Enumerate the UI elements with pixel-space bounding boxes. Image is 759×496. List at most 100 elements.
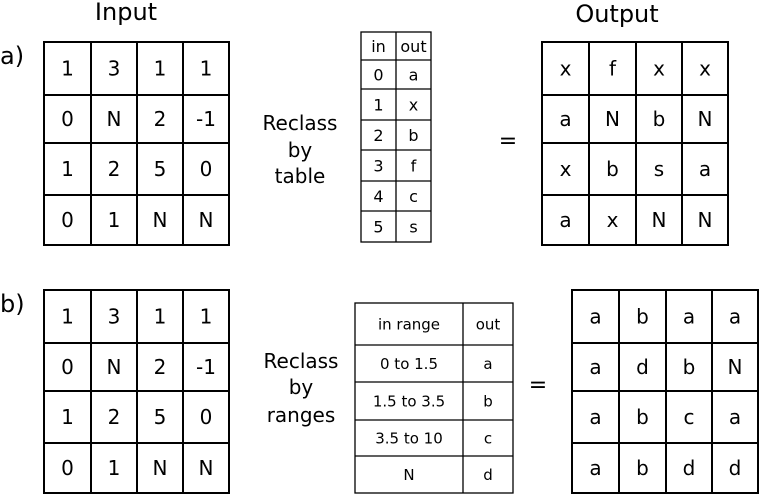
input-heading: Input <box>95 0 157 26</box>
cell-value: 2 <box>373 126 383 145</box>
cell-value: b <box>483 392 493 410</box>
cell-value: 1 <box>108 208 121 232</box>
cell-value: d <box>683 456 696 480</box>
cell-value: 3 <box>373 156 383 175</box>
cell-value: b <box>408 126 418 145</box>
cell-value: 1 <box>61 305 74 329</box>
cell-value: 1 <box>373 95 383 114</box>
cell-value: b <box>636 456 649 480</box>
cell-value: 0 <box>200 157 213 181</box>
cell-value: 1.5 to 3.5 <box>373 392 445 410</box>
cell-value: out <box>400 37 426 56</box>
operation-line: Reclass <box>263 111 338 135</box>
cell-value: 5 <box>154 405 167 429</box>
cell-value: d <box>636 355 649 379</box>
part-a-label: a) <box>0 42 24 70</box>
cell-value: N <box>652 208 667 232</box>
cell-value: x <box>560 57 572 81</box>
cell-value: 4 <box>373 187 383 206</box>
cell-value: 1 <box>154 305 167 329</box>
cell-value: 1 <box>200 305 213 329</box>
cell-value: 1 <box>61 157 74 181</box>
cell-value: d <box>729 456 742 480</box>
cell-value: 0 <box>200 405 213 429</box>
cell-value: N <box>698 208 713 232</box>
part-b-equals: = <box>529 373 547 398</box>
cell-value: -1 <box>196 107 216 131</box>
cell-value: b <box>683 355 696 379</box>
cell-value: 0 <box>61 107 74 131</box>
cell-value: a <box>559 208 571 232</box>
table-border <box>354 302 514 494</box>
cell-value: a <box>559 107 571 131</box>
cell-value: b <box>606 157 619 181</box>
output-heading: Output <box>575 0 658 28</box>
operation-line: ranges <box>267 403 336 427</box>
cell-value: 2 <box>108 405 121 429</box>
cell-value: s <box>654 157 664 181</box>
cell-value: s <box>409 217 417 236</box>
cell-value: 3.5 to 10 <box>375 429 443 447</box>
cell-value: N <box>153 456 168 480</box>
cell-value: 0 <box>373 65 383 84</box>
cell-value: 1 <box>154 57 167 81</box>
cell-value: 0 <box>61 456 74 480</box>
cell-value: 1 <box>108 456 121 480</box>
operation-line: table <box>275 164 326 188</box>
cell-value: d <box>483 466 493 484</box>
cell-value: x <box>560 157 572 181</box>
cell-value: 2 <box>108 157 121 181</box>
part-a-equals: = <box>499 129 517 154</box>
cell-value: 1 <box>61 57 74 81</box>
operation-line: by <box>289 375 314 399</box>
cell-value: a <box>589 405 601 429</box>
part-a-operation-label: Reclass by table <box>263 111 338 188</box>
cell-value: N <box>698 107 713 131</box>
cell-value: a <box>683 305 695 329</box>
cell-value: 3 <box>108 305 121 329</box>
cell-value: N <box>153 208 168 232</box>
cell-value: 2 <box>154 355 167 379</box>
cell-value: f <box>411 156 417 175</box>
cell-value: 5 <box>154 157 167 181</box>
cell-value: 2 <box>154 107 167 131</box>
cell-value: a <box>589 305 601 329</box>
cell-value: in range <box>378 315 440 333</box>
cell-value: N <box>199 208 214 232</box>
cell-value: 0 to 1.5 <box>380 355 438 373</box>
cell-value: N <box>107 107 122 131</box>
cell-value: x <box>409 95 418 114</box>
cell-value: a <box>729 305 741 329</box>
cell-value: N <box>199 456 214 480</box>
cell-value: 3 <box>108 57 121 81</box>
operation-line: by <box>288 138 313 162</box>
cell-value: a <box>483 355 492 373</box>
cell-value: x <box>699 57 711 81</box>
cell-value: c <box>409 187 418 206</box>
cell-value: b <box>653 107 666 131</box>
cell-value: 5 <box>373 217 383 236</box>
cell-value: b <box>636 305 649 329</box>
cell-value: 1 <box>200 57 213 81</box>
cell-value: N <box>107 355 122 379</box>
cell-value: c <box>484 429 492 447</box>
cell-value: out <box>476 315 501 333</box>
part-b-label: b) <box>0 290 25 318</box>
cell-value: a <box>589 456 601 480</box>
cell-value: -1 <box>196 355 216 379</box>
part-b-reclass-table: in range out 0 to 1.5 a 1.5 to 3.5 b 3.5 to 10… <box>354 302 514 494</box>
cell-value: x <box>607 208 619 232</box>
cell-value: N <box>403 466 414 484</box>
cell-value: a <box>409 65 419 84</box>
cell-value: a <box>589 355 601 379</box>
cell-value: 0 <box>61 208 74 232</box>
cell-value: 1 <box>61 405 74 429</box>
cell-value: b <box>636 405 649 429</box>
